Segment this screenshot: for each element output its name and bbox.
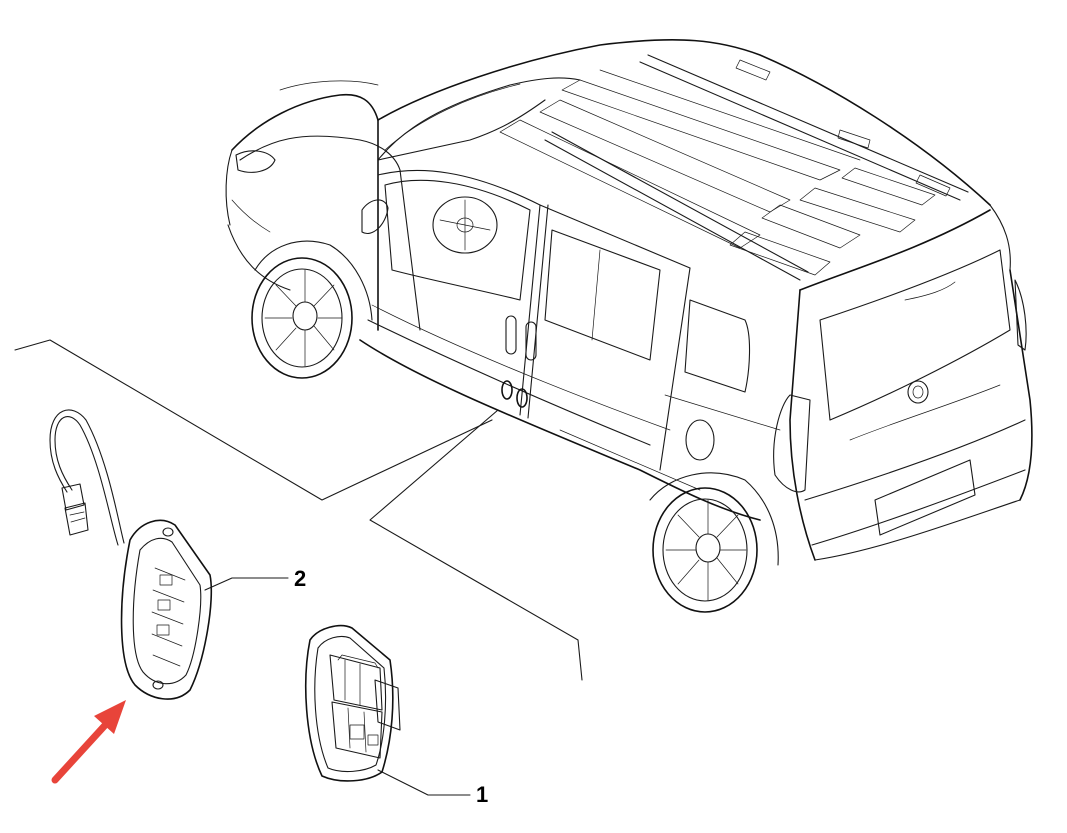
part-2-socket-with-cable [49,409,289,700]
callout-label-2: 2 [294,566,306,591]
callout-label-1: 1 [476,782,488,807]
van-illustration [225,39,1033,613]
leader-lines [14,339,583,681]
part-1-socket-module [304,624,471,796]
arrow-icon [51,700,126,784]
